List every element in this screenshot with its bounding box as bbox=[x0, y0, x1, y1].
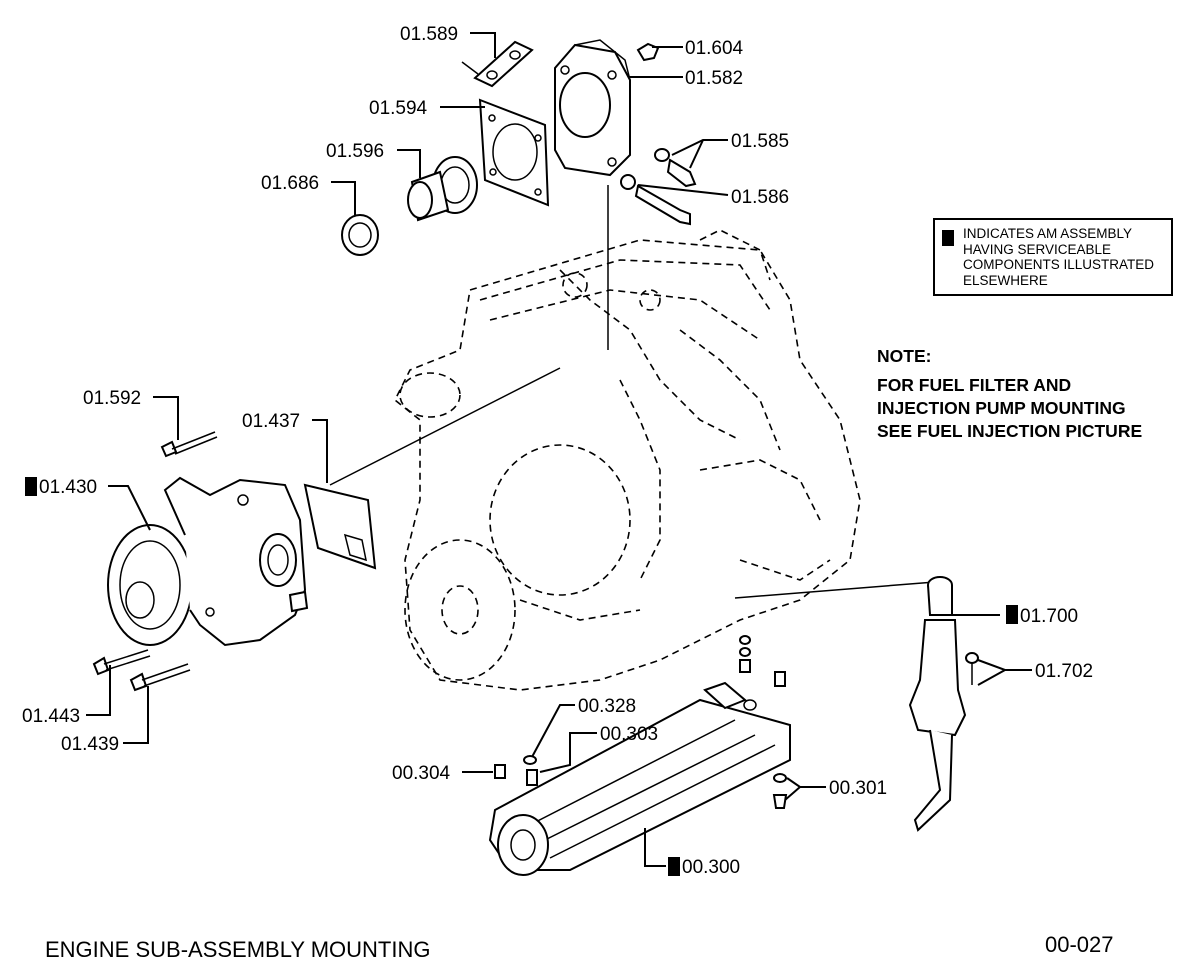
bolt-01439 bbox=[129, 663, 191, 692]
legend-text: INDICATES AM ASSEMBLY HAVING SERVICEABLE… bbox=[963, 226, 1155, 288]
label-01592: 01.592 bbox=[83, 388, 141, 409]
label-00301: 00.301 bbox=[829, 778, 887, 799]
label-01582: 01.582 bbox=[685, 68, 743, 89]
am-assembly-marker-01700 bbox=[1006, 605, 1018, 624]
oil-pump-assembly-00300 bbox=[488, 681, 791, 876]
legend-marker-square bbox=[942, 230, 954, 246]
label-00300: 00.300 bbox=[682, 857, 740, 878]
label-01437: 01.437 bbox=[242, 411, 300, 432]
label-01430: 01.430 bbox=[39, 477, 97, 498]
engine-block-outline bbox=[393, 229, 861, 691]
pump-gasket-01437 bbox=[303, 483, 377, 570]
small-parts-00328-00303-00304-00301 bbox=[494, 635, 788, 809]
label-01439: 01.439 bbox=[61, 734, 119, 755]
oil-suction-pipe-01700 bbox=[908, 576, 967, 832]
am-assembly-marker-01430 bbox=[25, 477, 37, 496]
label-00304: 00.304 bbox=[392, 763, 451, 784]
label-01443: 01.443 bbox=[22, 706, 80, 727]
label-00303: 00.303 bbox=[600, 724, 658, 745]
label-01604: 01.604 bbox=[685, 38, 744, 59]
label-01686: 01.686 bbox=[261, 173, 319, 194]
label-01702: 01.702 bbox=[1035, 661, 1093, 682]
note-line-1: FOR FUEL FILTER AND bbox=[877, 375, 1072, 395]
page-code: 00-027 bbox=[1045, 932, 1114, 957]
seal-ring-01686 bbox=[341, 214, 379, 256]
small-gasket-01589 bbox=[461, 40, 534, 88]
label-01596: 01.596 bbox=[326, 141, 384, 162]
thermostat-01596 bbox=[407, 156, 478, 222]
legend-box: INDICATES AM ASSEMBLY HAVING SERVICEABLE… bbox=[933, 218, 1173, 296]
note-line-3: SEE FUEL INJECTION PICTURE bbox=[877, 421, 1143, 441]
water-pump-assembly-01430 bbox=[107, 476, 309, 647]
bolt-01443 bbox=[92, 649, 151, 676]
label-01700: 01.700 bbox=[1020, 606, 1078, 627]
bolt-01592 bbox=[160, 431, 218, 458]
part-number-labels: 01.589 01.604 01.582 01.594 01.585 01.59… bbox=[22, 24, 1093, 878]
am-assembly-marker-00300 bbox=[668, 857, 680, 876]
bolts-01702 bbox=[965, 652, 979, 685]
label-01589: 01.589 bbox=[400, 24, 458, 45]
housing-gasket-01594 bbox=[478, 98, 550, 207]
leader-lines bbox=[86, 32, 1032, 867]
thermostat-housing-01582 bbox=[554, 39, 631, 177]
label-01594: 01.594 bbox=[369, 98, 428, 119]
diagram-title: ENGINE SUB-ASSEMBLY MOUNTING bbox=[45, 937, 431, 962]
note-line-2: INJECTION PUMP MOUNTING bbox=[877, 398, 1126, 418]
label-00328: 00.328 bbox=[578, 696, 636, 717]
washer-bolt-01586 bbox=[620, 174, 691, 226]
label-01586: 01.586 bbox=[731, 187, 789, 208]
note-heading: NOTE: bbox=[877, 346, 932, 366]
label-01585: 01.585 bbox=[731, 131, 789, 152]
washer-bolt-01585 bbox=[654, 148, 697, 188]
